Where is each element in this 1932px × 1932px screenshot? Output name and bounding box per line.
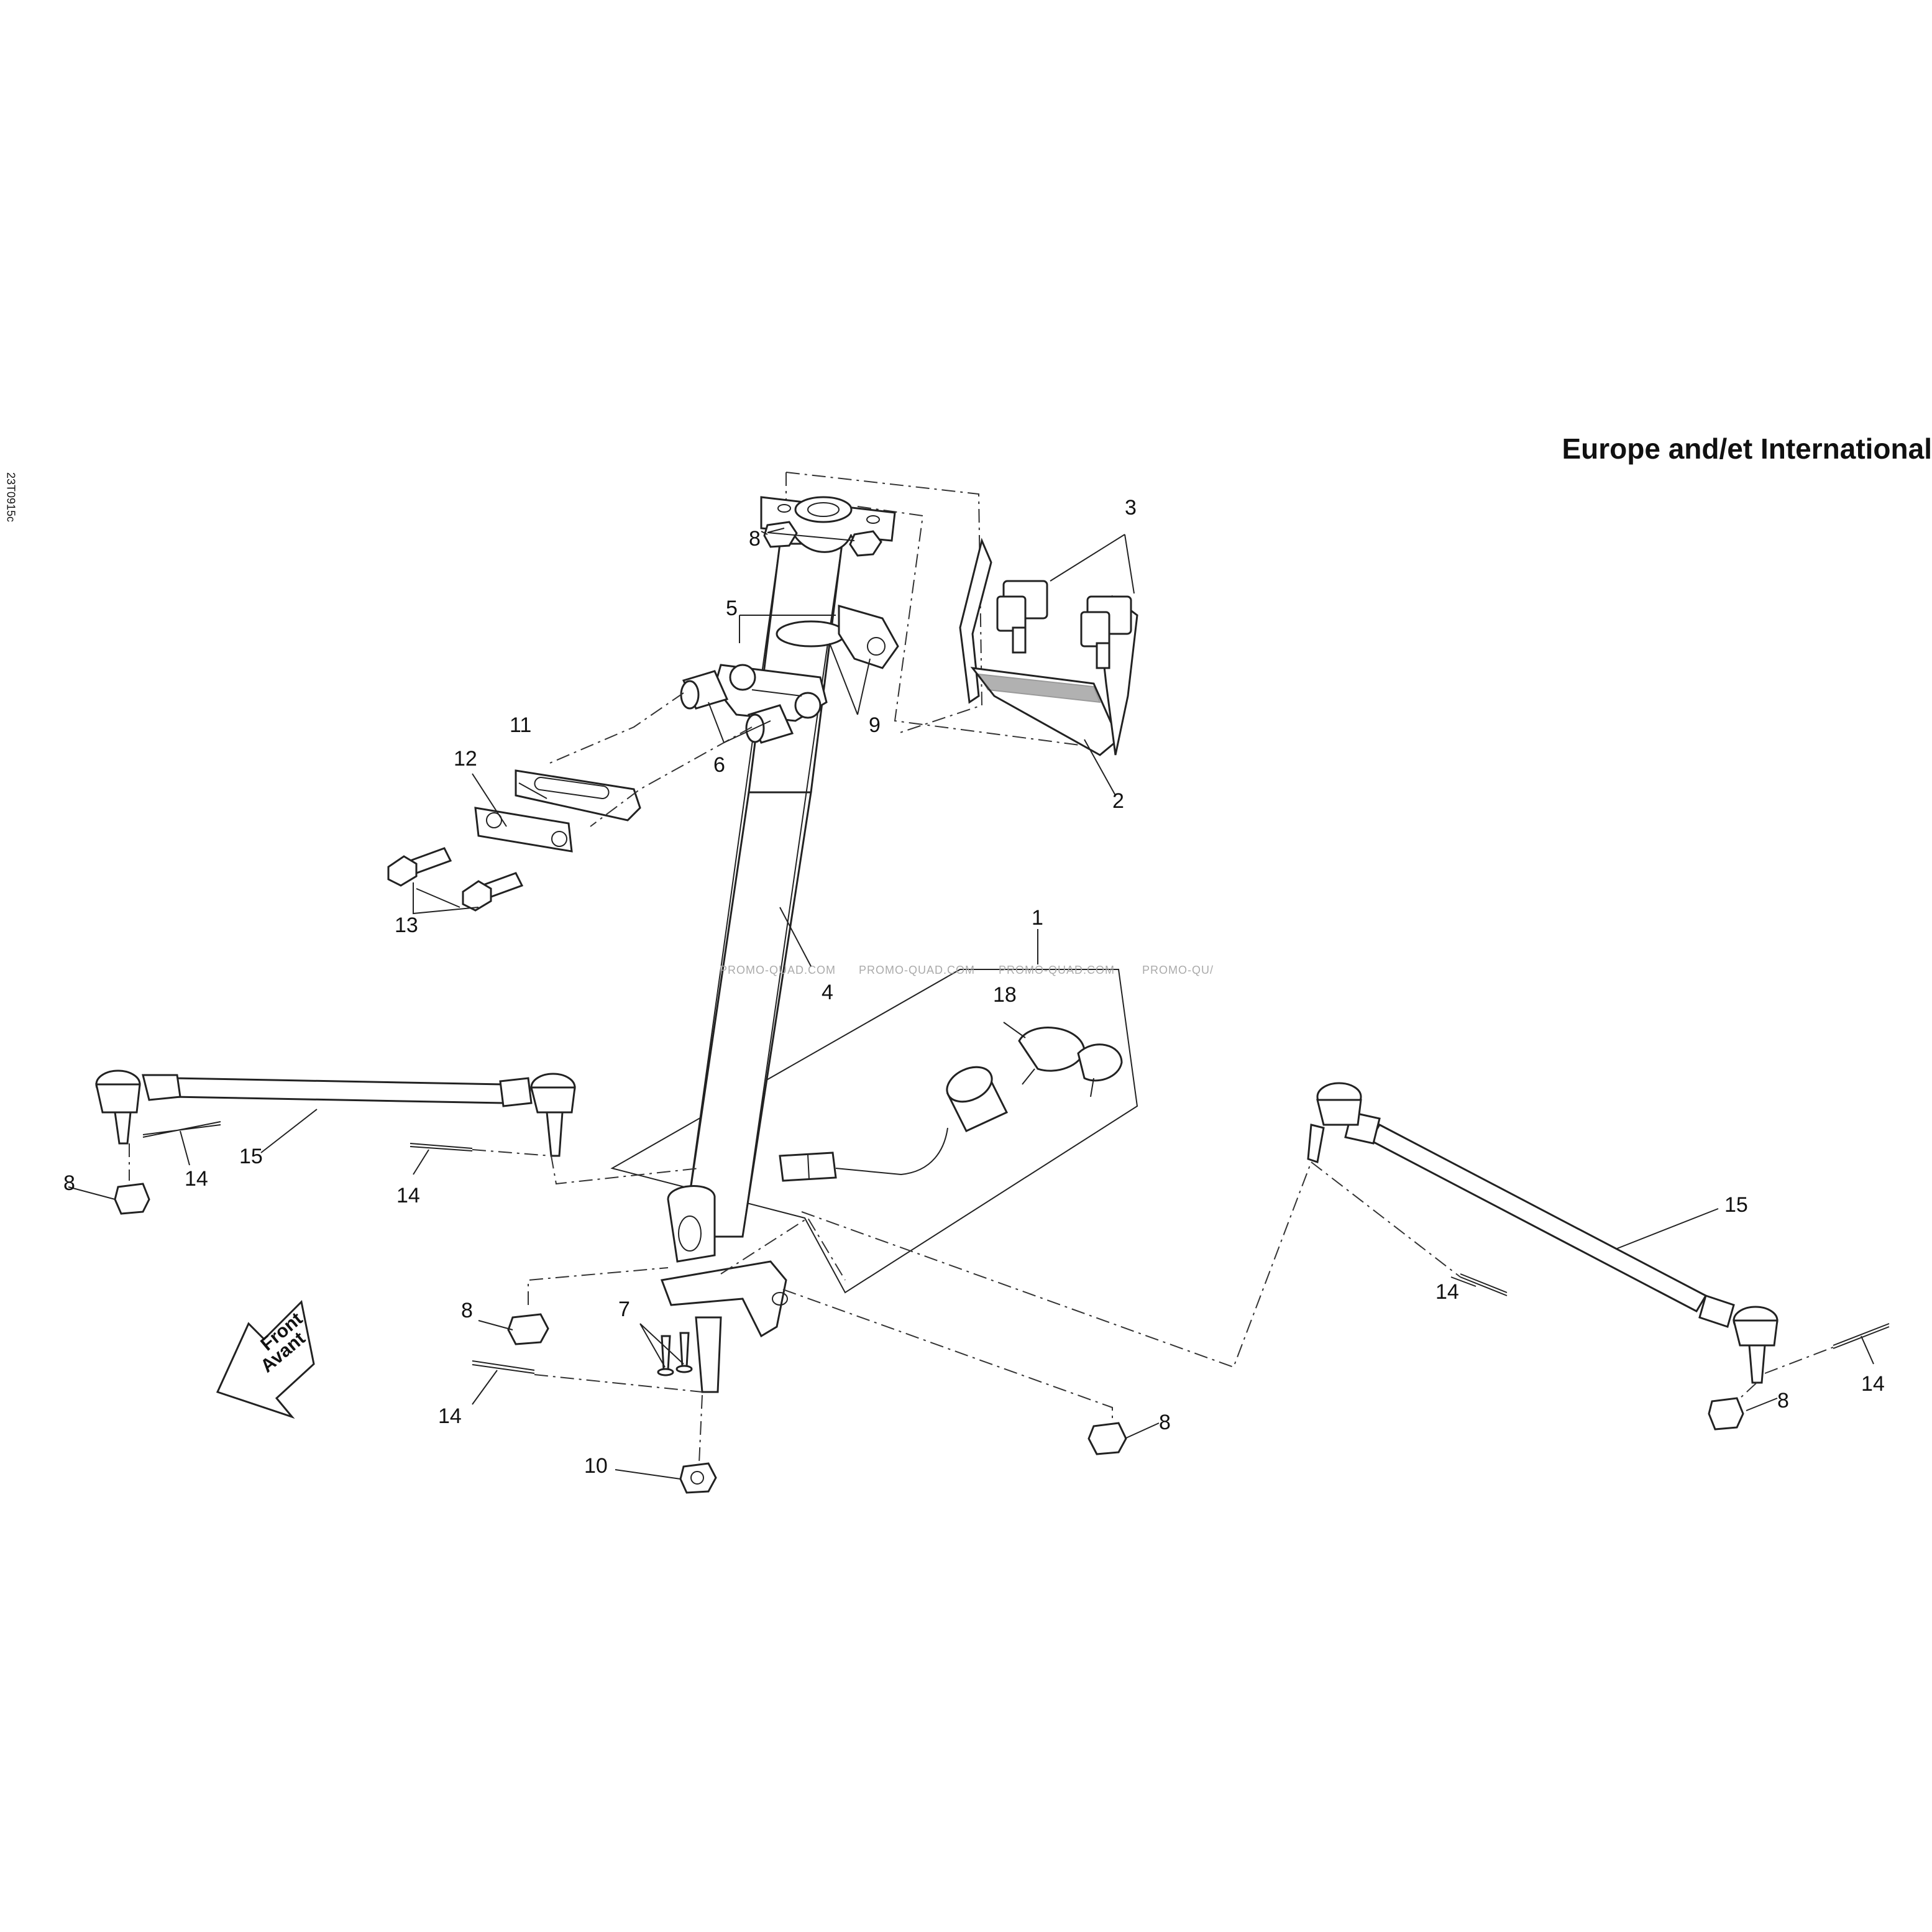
callout-13: 13 <box>395 913 418 937</box>
screw-right <box>675 1332 693 1373</box>
connector-right <box>1080 595 1132 669</box>
callout-14-e: 14 <box>1861 1372 1885 1396</box>
bolt-lower <box>462 872 524 912</box>
watermark-2: PROMO-QUAD.COM <box>859 964 975 976</box>
steering-column <box>682 543 843 1238</box>
watermark-4: PROMO-QU/ <box>1142 964 1214 976</box>
nut-right-tie-rod <box>1708 1397 1744 1431</box>
callout-14-d: 14 <box>1435 1280 1459 1304</box>
bushing-left <box>680 670 729 710</box>
assembly-outline-lower <box>610 969 1138 1294</box>
callout-8-flange: 8 <box>749 527 761 551</box>
cotter-pin-d <box>1460 1273 1508 1296</box>
watermark-3: PROMO-QUAD.COM <box>999 964 1115 976</box>
front-direction-arrow: Front Avant <box>216 1299 315 1419</box>
callout-3: 3 <box>1125 496 1137 520</box>
watermark-row: PROMO-QUAD.COM PROMO-QUAD.COM PROMO-QUAD… <box>720 964 1214 976</box>
column-support-bracket <box>713 664 828 722</box>
nut-center-right <box>1087 1422 1127 1455</box>
cotter-pin-c <box>472 1360 535 1374</box>
callout-8-left: 8 <box>63 1171 75 1195</box>
callout-8-right: 8 <box>1777 1389 1789 1412</box>
tie-rod-right <box>1307 1082 1779 1384</box>
callout-9: 9 <box>869 713 881 737</box>
callout-1: 1 <box>1032 906 1043 930</box>
callout-labels: 1 2 3 4 5 6 7 8 8 8 8 8 9 10 11 12 13 14… <box>63 496 1885 1478</box>
connector-left <box>996 580 1048 654</box>
handlebar-bracket <box>959 538 1138 756</box>
nut-left-tie-rod <box>114 1183 150 1215</box>
cotter-pin-e <box>1833 1323 1890 1349</box>
watermark-1: PROMO-QUAD.COM <box>720 964 836 976</box>
callout-15-left: 15 <box>239 1145 263 1168</box>
callout-10: 10 <box>584 1454 608 1478</box>
ignition-switch <box>779 1066 1009 1182</box>
callout-15-right: 15 <box>1724 1193 1748 1217</box>
callout-18: 18 <box>993 983 1017 1007</box>
clamp-plate <box>515 769 641 822</box>
callout-12: 12 <box>454 747 477 771</box>
region-title: Europe and/et International <box>1562 433 1932 465</box>
callout-11: 11 <box>510 713 531 737</box>
tie-rod-left <box>95 1069 576 1157</box>
nut-column-left <box>507 1313 549 1345</box>
callout-2: 2 <box>1112 789 1124 813</box>
flange-nut-right <box>849 530 882 557</box>
bolt-upper <box>387 847 452 887</box>
retainer-plate <box>474 807 573 853</box>
callout-8-column: 8 <box>461 1299 473 1322</box>
ignition-keys <box>1018 1027 1123 1097</box>
cotter-pin-a <box>142 1121 221 1138</box>
callout-5: 5 <box>726 597 738 620</box>
callout-14-b: 14 <box>396 1184 420 1207</box>
column-bushing <box>776 605 899 669</box>
connection-lines <box>129 1143 1834 1464</box>
cotter-pin-b <box>410 1143 473 1151</box>
callout-6: 6 <box>713 753 725 777</box>
leader-lines <box>68 528 1874 1480</box>
flange-nut-left <box>763 521 798 548</box>
nut-column-bottom <box>679 1462 717 1494</box>
lower-pitman-arm <box>660 1185 788 1393</box>
callout-7: 7 <box>618 1298 630 1321</box>
callout-4: 4 <box>822 981 833 1004</box>
callout-14-a: 14 <box>185 1167 208 1191</box>
screw-left <box>657 1335 674 1376</box>
callout-8-center: 8 <box>1159 1411 1171 1434</box>
callout-14-c: 14 <box>438 1404 462 1428</box>
